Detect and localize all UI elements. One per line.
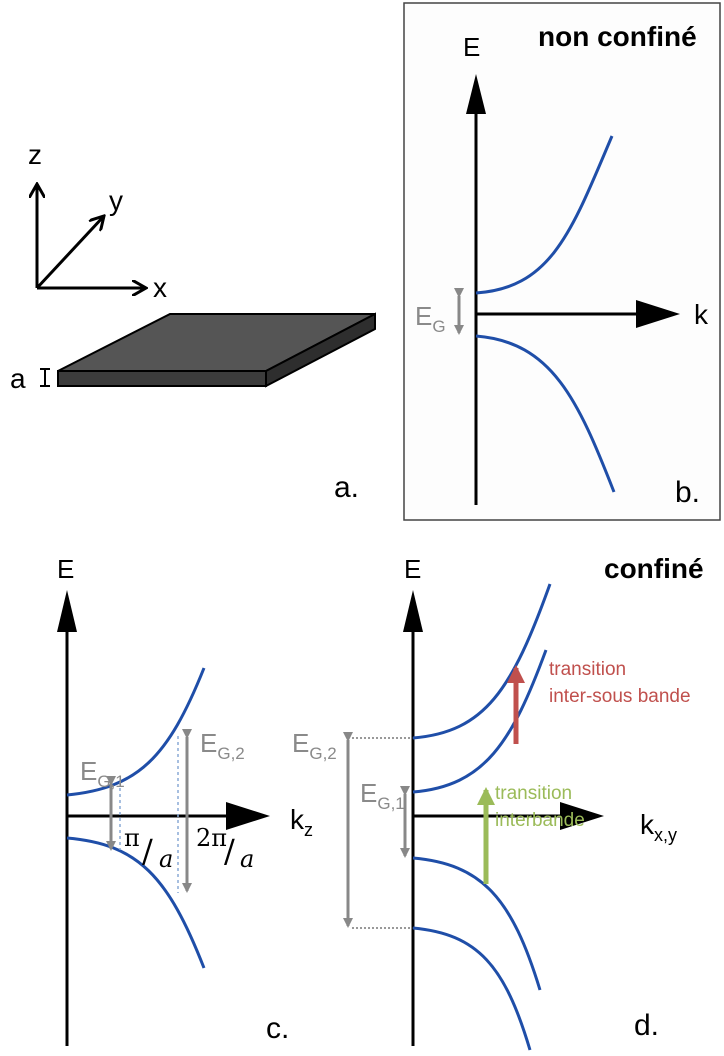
panel-d-gap2-main: E	[292, 728, 309, 758]
panel-c-letter: c.	[266, 1012, 289, 1045]
panel-c-axis-k-label: kz	[290, 804, 313, 840]
panel-b-axis-k-label: k	[694, 299, 709, 330]
gap-label-main: E	[415, 301, 432, 331]
conduction-band-curve	[475, 135, 614, 295]
panel-d-axis-k-label: kx,y	[640, 809, 677, 845]
panel-c-gap2-label: EG,2	[200, 728, 245, 763]
valence-subband-1-curve	[412, 856, 542, 991]
panel-b-title: non confiné	[538, 21, 697, 52]
panel-c-gap1-label: EG,1	[80, 756, 125, 791]
gap-label: EG	[415, 301, 446, 336]
valence-band-curve	[475, 334, 616, 493]
valence-subband-2-curve	[412, 926, 532, 1051]
panel-d-gap2-label: EG,2	[292, 728, 337, 763]
panel-c-axis-k-sub: z	[304, 820, 313, 840]
panel-b-axis-e-label: E	[463, 32, 480, 62]
subband-2-curve	[412, 583, 552, 740]
panel-b-frame	[403, 2, 721, 521]
panel-a: z y x a a.	[10, 139, 376, 504]
panel-b: non confiné E k EG b.	[403, 2, 721, 521]
inter-subband-label-line2: inter-sous bande	[549, 686, 691, 707]
thin-film-slab	[57, 312, 376, 388]
panel-d-gap1-sub: G,1	[377, 794, 404, 813]
panel-b-letter: b.	[675, 476, 700, 509]
svg-text:/: /	[142, 832, 153, 870]
pi-over-a-label: π / a	[124, 824, 173, 873]
panel-d-gap1-main: E	[360, 778, 377, 808]
panel-d-gap2-sub: G,2	[309, 744, 336, 763]
axis-x-label: x	[153, 272, 167, 303]
panel-d-axis-e-label: E	[404, 554, 421, 584]
panel-d-axis-k-sub: x,y	[654, 825, 677, 845]
gap-label-sub: G	[432, 317, 445, 336]
axis-y-label: y	[109, 185, 123, 216]
two-pi-denominator: a	[240, 845, 254, 873]
panel-c-gap2-main: E	[200, 728, 217, 758]
interband-label-line2: interbande	[495, 810, 585, 831]
panel-d-axes	[403, 590, 604, 1046]
panel-c-axes	[57, 590, 270, 1046]
panel-d-letter: d.	[634, 1009, 659, 1042]
inter-subband-label-line1: transition	[549, 659, 626, 680]
panel-d-gap1-label: EG,1	[360, 778, 405, 813]
panel-a-letter: a.	[334, 471, 359, 504]
panel-c-gap2-sub: G,2	[217, 744, 244, 763]
svg-text:/: /	[224, 832, 235, 870]
panel-c-conduction-band	[66, 667, 206, 797]
thickness-label: a	[10, 363, 26, 394]
panel-c-gap1-sub: G,1	[97, 772, 124, 791]
two-pi-over-a-label: 2π / a	[196, 824, 254, 873]
two-pi-numerator: 2π	[196, 824, 227, 852]
panel-c-axis-k-main: k	[290, 804, 305, 835]
panel-d: confiné E kx,y EG,2 EG,1 transition inte…	[292, 553, 704, 1051]
coordinate-axes	[37, 184, 146, 288]
inter-subband-label: transition inter-sous bande	[549, 659, 691, 707]
panel-b-axes	[466, 74, 680, 505]
axis-z-label: z	[28, 139, 42, 170]
subband-1-curve	[412, 649, 548, 794]
panel-d-axis-k-main: k	[640, 809, 655, 840]
panel-c-axis-e-label: E	[57, 554, 74, 584]
interband-label: transition interbande	[495, 783, 585, 831]
panel-d-title: confiné	[604, 553, 704, 584]
panel-c-gap1-main: E	[80, 756, 97, 786]
thickness-marker	[40, 368, 50, 387]
interband-label-line1: transition	[495, 783, 572, 804]
panel-c-valence-band	[66, 836, 206, 969]
panel-c: E kz EG,1 EG,2 π / a 2π / a c.	[57, 554, 313, 1046]
pi-numerator: π	[124, 824, 140, 852]
pi-denominator: a	[159, 845, 173, 873]
